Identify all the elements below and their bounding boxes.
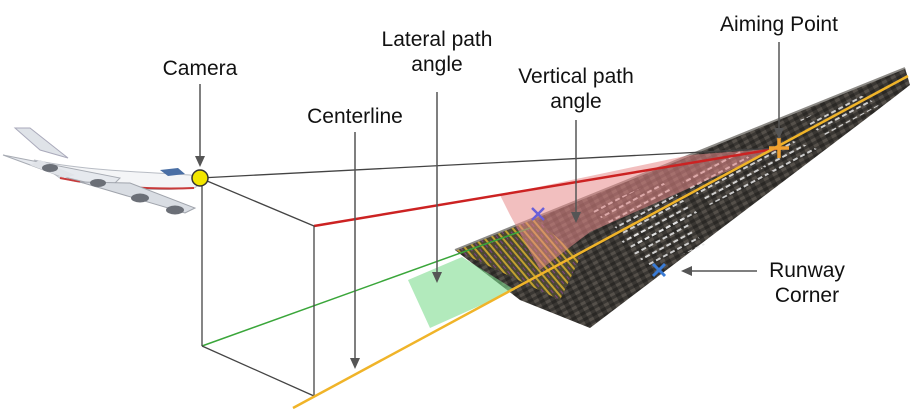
construction-lines bbox=[199, 147, 781, 397]
lateral-path-angle-label: Lateral path angle bbox=[342, 27, 532, 77]
centerline-line bbox=[292, 74, 909, 410]
airplane-icon bbox=[2, 127, 200, 215]
lateral-path-line bbox=[201, 227, 531, 347]
runway-corner-label: Runway Corner bbox=[752, 258, 862, 308]
vertical-marker-icon bbox=[531, 207, 545, 221]
vertical-path-angle-label: Vertical path angle bbox=[496, 64, 656, 114]
lateral-label-line1: Lateral path bbox=[381, 28, 493, 51]
x-marker-icon bbox=[651, 262, 667, 278]
vertical-path-line bbox=[313, 146, 781, 228]
runway-corner-line2: Corner bbox=[774, 284, 840, 307]
lateral-label-line2: angle bbox=[411, 53, 463, 76]
centerline-label: Centerline bbox=[307, 105, 403, 128]
vertical-label-line2: angle bbox=[550, 90, 602, 113]
vertical-path-angle-wedge bbox=[500, 148, 780, 270]
camera-label: Camera bbox=[162, 57, 238, 80]
runway-corner-line1: Runway bbox=[769, 259, 845, 282]
camera-point-icon bbox=[191, 169, 209, 187]
plus-marker-icon bbox=[769, 138, 789, 158]
aiming-point-label: Aiming Point bbox=[720, 13, 838, 36]
label-arrows bbox=[195, 42, 784, 369]
vertical-label-line1: Vertical path bbox=[518, 65, 634, 88]
